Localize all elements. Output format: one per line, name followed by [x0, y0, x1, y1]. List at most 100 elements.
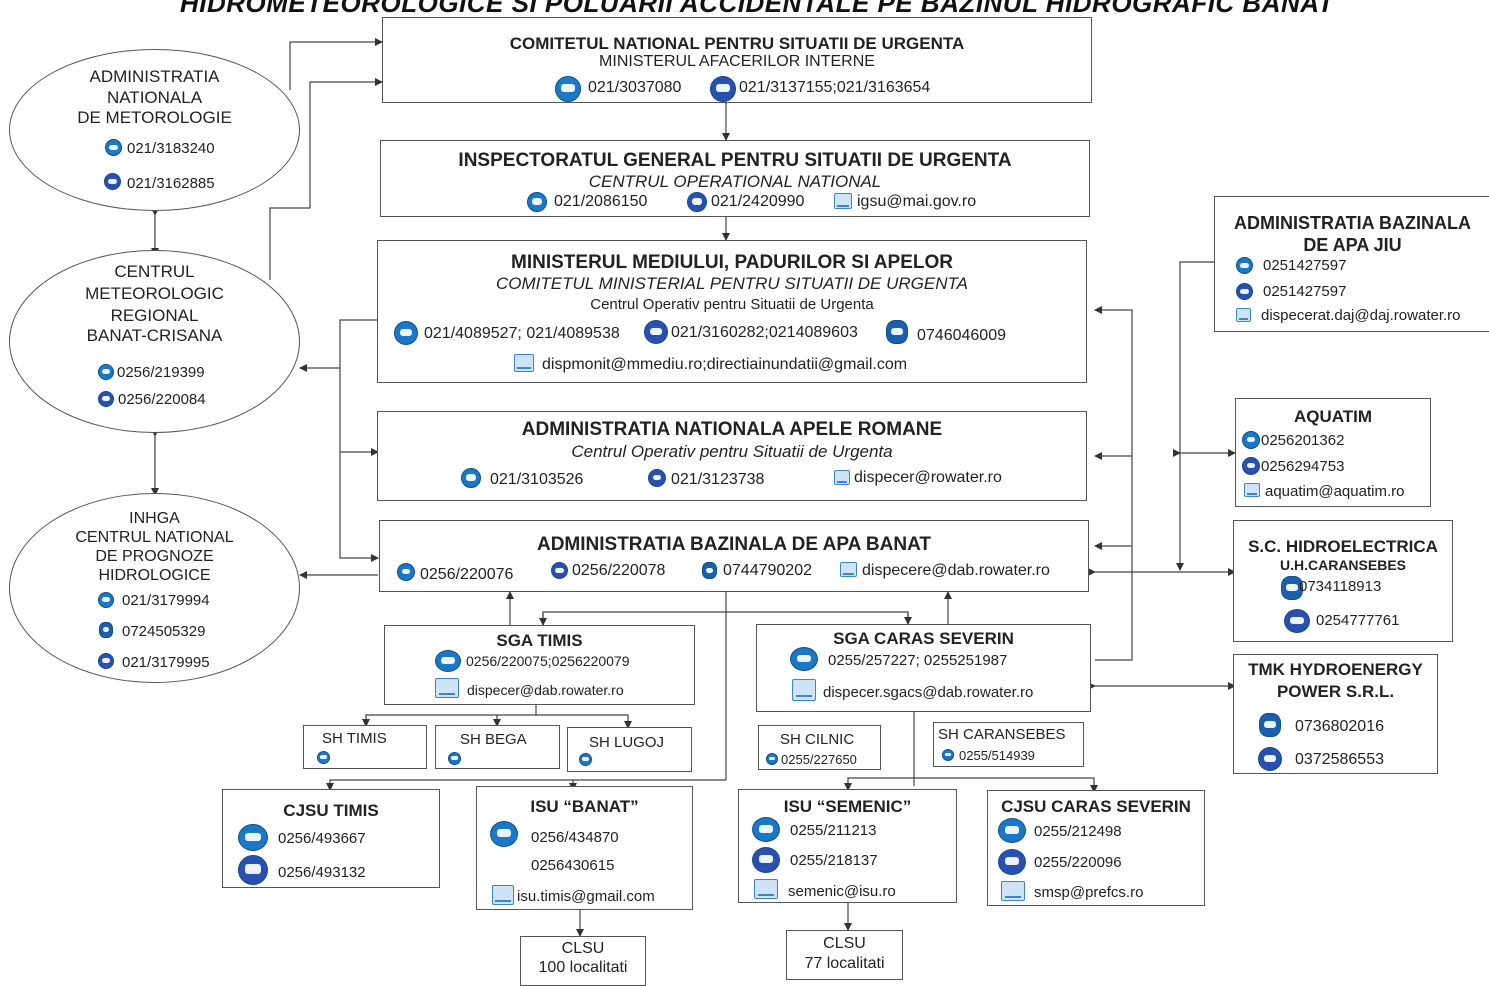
aquatim-phone: 0256201362 [1261, 432, 1345, 449]
mobile-icon [702, 562, 717, 579]
tmk-fax: 0372586553 [1295, 751, 1384, 768]
anar-phone: 021/3103526 [490, 471, 584, 488]
inhga-line4: HIDROLOGICE [98, 567, 211, 584]
igsu-fax: 021/2420990 [711, 193, 805, 210]
aba-banat-box: ADMINISTRATIA BAZINALA DE APA BANAT 0256… [379, 520, 1089, 592]
anar-fax: 021/3123738 [671, 471, 765, 488]
sga-timis-email: dispecer@dab.rowater.ro [467, 682, 624, 698]
cnsu-phone: 021/3037080 [588, 79, 682, 96]
igsu-sub: CENTRUL OPERATIONAL NATIONAL [588, 172, 882, 191]
tmk-line1: TMK HYDROENERGY [1248, 660, 1423, 679]
hidroelectrica-mobile: 0734118913 [1299, 578, 1382, 595]
fax-icon [648, 469, 666, 487]
phone-icon [1242, 431, 1260, 449]
clsu-77-line2: 77 localitati [804, 955, 885, 972]
fax-icon [238, 855, 268, 885]
fax-icon [1242, 457, 1260, 475]
clsu-77-box: CLSU 77 localitati [786, 930, 903, 980]
fax-icon [104, 173, 121, 190]
cjsu-cs-name: CJSU CARAS SEVERIN [1001, 797, 1191, 816]
mmpa-sub: COMITETUL MINISTERIAL PENTRU SITUATII DE… [496, 274, 968, 293]
fax-icon [644, 320, 668, 344]
aba-jiu-line1: ADMINISTRATIA BAZINALA [1234, 213, 1471, 233]
inhga-line1: INHGA [129, 510, 180, 527]
mobile-icon [1281, 576, 1303, 600]
fax-icon [98, 653, 114, 669]
email-icon [1244, 483, 1260, 497]
anar-name: ADMINISTRATIA NATIONALA APELE ROMANE [521, 419, 943, 440]
inhga-line3: DE PROGNOZE [95, 548, 214, 565]
phone-icon [435, 650, 461, 672]
aba-jiu-phone: 0251427597 [1263, 257, 1347, 274]
email-icon [834, 193, 852, 209]
fax-icon [551, 562, 568, 579]
sga-timis-name: SGA TIMIS [496, 631, 583, 650]
phone-icon [527, 192, 547, 212]
inhga-mobile: 0724505329 [122, 623, 206, 640]
isu-banat-box: ISU “BANAT” 0256/434870 0256430615 isu.t… [476, 786, 693, 910]
tmk-box: TMK HYDROENERGY POWER S.R.L. 0736802016 … [1233, 654, 1438, 774]
email-icon [1236, 308, 1251, 322]
phone-icon [579, 753, 592, 766]
cmr-line4: BANAT-CRISANA [86, 326, 223, 345]
clsu-100-box: CLSU 100 localitati [520, 936, 646, 986]
cnsu-box: COMITETUL NATIONAL PENTRU SITUATII DE UR… [382, 17, 1092, 103]
fax-icon [1236, 283, 1253, 300]
cjsu-timis-name: CJSU TIMIS [283, 801, 379, 820]
anm-phone: 021/3183240 [127, 140, 215, 157]
mobile-icon [1259, 713, 1281, 737]
fax-icon [752, 847, 780, 873]
anar-sub: Centrul Operativ pentru Situatii de Urge… [571, 442, 893, 461]
anm-fax: 021/3162885 [127, 175, 215, 192]
aba-jiu-box: ADMINISTRATIA BAZINALA DE APA JIU 025142… [1214, 196, 1489, 332]
cjsu-timis-phone: 0256/493667 [278, 830, 366, 847]
phone-icon [98, 364, 114, 380]
mmpa-fax: 021/3160282;0214089603 [671, 324, 858, 341]
aquatim-email: aquatim@aquatim.ro [1265, 483, 1405, 500]
sh-lugoj-name: SH LUGOJ [589, 734, 665, 751]
sga-timis-phone: 0256/220075;0256220079 [466, 653, 630, 669]
sga-cs-box: SGA CARAS SEVERIN 0255/257227; 025525198… [756, 624, 1091, 712]
sh-caransebes-phone: 0255/514939 [959, 748, 1035, 763]
igsu-phone: 021/2086150 [554, 193, 648, 210]
email-icon [840, 562, 857, 577]
email-icon [834, 470, 850, 485]
hidroelectrica-fax: 0254777761 [1316, 612, 1400, 629]
fax-icon [710, 76, 736, 102]
mobile-icon [886, 320, 908, 344]
mmpa-email: dispmonit@mmediu.ro;directiainundatii@gm… [542, 356, 908, 373]
mobile-icon [99, 622, 113, 638]
mmpa-sub2: Centrul Operativ pentru Situatii de Urge… [590, 296, 874, 313]
clsu-100-line2: 100 localitati [538, 959, 628, 976]
phone-icon [98, 592, 114, 608]
aba-banat-name: ADMINISTRATIA BAZINALA DE APA BANAT [536, 534, 932, 555]
isu-banat-phone: 0256/434870 [531, 829, 619, 846]
tmk-mobile: 0736802016 [1295, 718, 1384, 735]
email-icon [435, 678, 459, 698]
sga-cs-phone: 0255/257227; 0255251987 [828, 652, 1008, 669]
cmr-line3: REGIONAL [110, 306, 199, 325]
sh-cilnic-box: SH CILNIC 0255/227650 [758, 725, 881, 770]
cmr-ellipse: CENTRUL METEOROLOGIC REGIONAL BANAT-CRIS… [9, 250, 300, 433]
isu-semenic-box: ISU “SEMENIC” 0255/211213 0255/218137 se… [738, 789, 957, 903]
phone-icon [448, 752, 461, 765]
inhga-phone: 021/3179994 [122, 592, 210, 609]
aba-banat-mobile: 0744790202 [723, 562, 812, 579]
aba-jiu-line2: DE APA JIU [1303, 235, 1402, 255]
email-icon [492, 885, 514, 905]
sh-timis-name: SH TIMIS [322, 730, 387, 747]
cmr-phone: 0256/219399 [117, 364, 205, 381]
clsu-77-line1: CLSU [823, 935, 866, 952]
tmk-line2: POWER S.R.L. [1276, 682, 1395, 701]
anar-box: ADMINISTRATIA NATIONALA APELE ROMANE Cen… [377, 411, 1087, 501]
mmpa-box: MINISTERUL MEDIULUI, PADURILOR SI APELOR… [377, 240, 1087, 383]
phone-icon [1236, 257, 1253, 274]
sh-caransebes-name: SH CARANSEBES [938, 726, 1066, 743]
isu-semenic-phone: 0255/211213 [790, 822, 877, 839]
mmpa-mobile: 0746046009 [917, 327, 1006, 344]
cnsu-name: COMITETUL NATIONAL PENTRU SITUATII DE UR… [509, 34, 965, 53]
cnsu-sub: MINISTERUL AFACERILOR INTERNE [599, 53, 875, 70]
aquatim-name: AQUATIM [1293, 407, 1373, 426]
email-icon [1001, 881, 1025, 901]
sga-timis-box: SGA TIMIS 0256/220075;0256220079 dispece… [384, 625, 695, 705]
